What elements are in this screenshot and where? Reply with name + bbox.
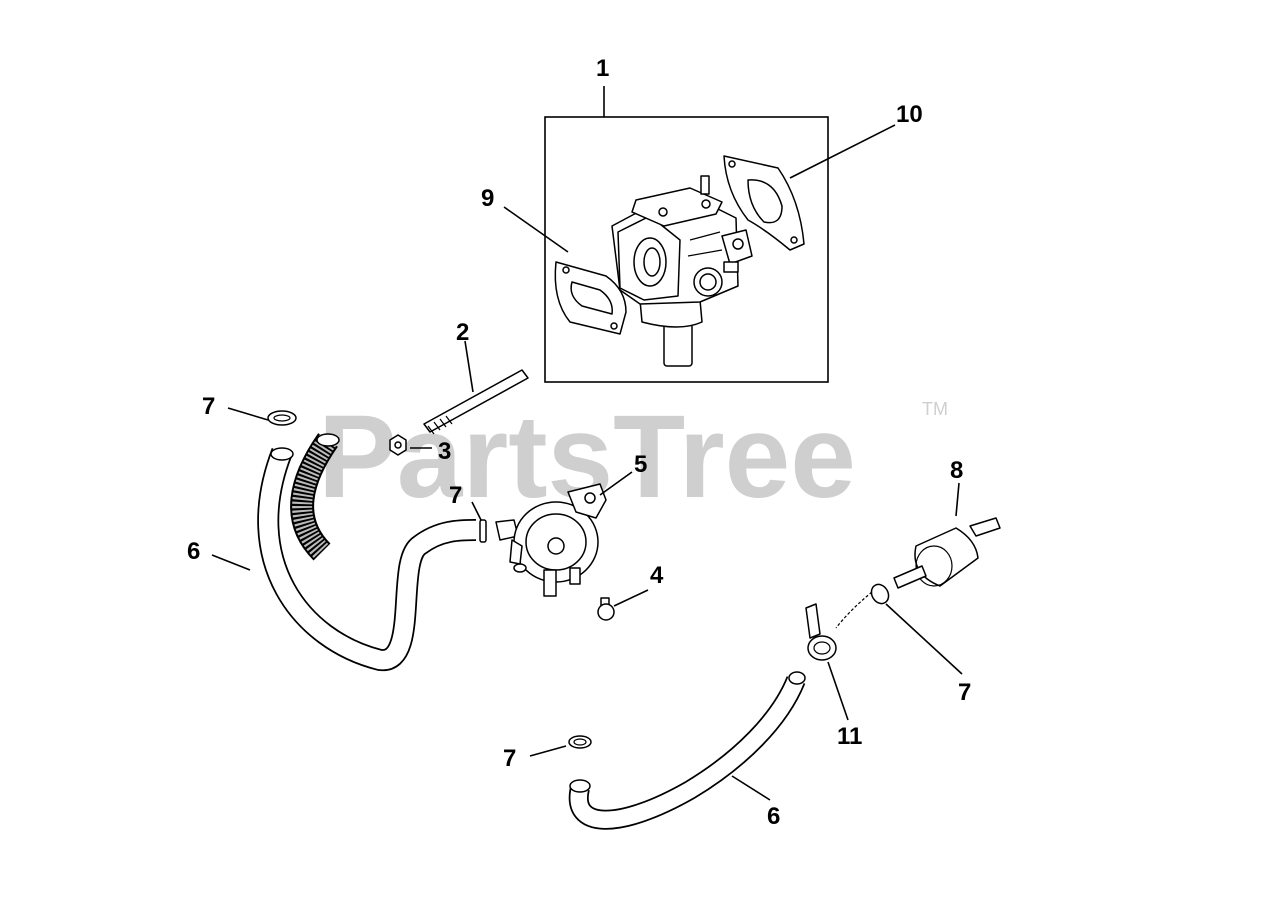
carburetor-assembly-box <box>544 86 829 383</box>
callout-6-upper: 6 <box>187 538 200 565</box>
callout-4: 4 <box>650 562 664 589</box>
callout-9: 9 <box>481 185 494 212</box>
callout-11: 11 <box>837 723 862 750</box>
hose-clip-pump <box>471 501 487 543</box>
callout-7-clip-pump: 7 <box>449 482 462 509</box>
carburetor <box>611 175 753 367</box>
gasket-right <box>723 124 896 251</box>
callout-10: 10 <box>896 101 923 128</box>
hose-retaining-clip <box>805 603 849 721</box>
fuel-pump <box>495 471 633 597</box>
hose-clamp-filter <box>870 583 963 675</box>
stud <box>423 340 529 435</box>
callout-5: 5 <box>634 451 647 478</box>
callout-1: 1 <box>596 55 609 82</box>
nut <box>389 434 432 456</box>
callout-3: 3 <box>438 438 451 465</box>
callout-7-clamp-upper-left: 7 <box>202 393 215 420</box>
fuel-strainer-screen <box>290 433 340 561</box>
watermark-trademark: TM <box>922 399 948 419</box>
callout-7-clamp-filter: 7 <box>958 679 971 706</box>
callout-7-clamp-lower: 7 <box>503 745 516 772</box>
callout-6-lower: 6 <box>767 803 780 830</box>
fuel-hose-lower <box>568 671 806 830</box>
hose-clamp-lower <box>529 735 592 757</box>
screw <box>597 589 649 621</box>
callout-8: 8 <box>950 457 963 484</box>
hose-clamp-upper-left <box>227 407 297 426</box>
fuel-hose-upper <box>211 447 477 671</box>
callout-2: 2 <box>456 319 469 346</box>
gasket-left <box>503 206 627 335</box>
fuel-filter <box>893 482 1001 589</box>
